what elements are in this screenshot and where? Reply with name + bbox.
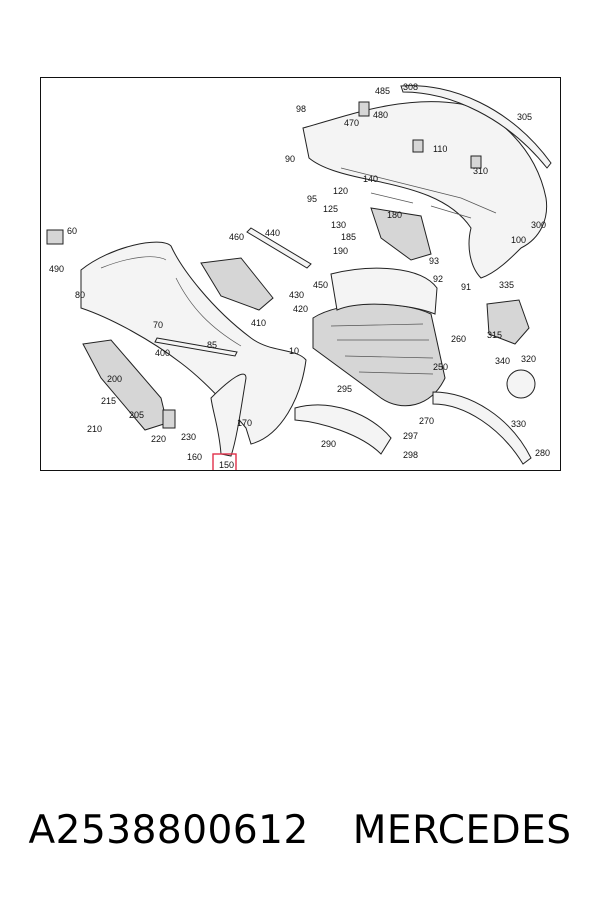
bracket-315 xyxy=(486,299,530,345)
part-callout-485: 485 xyxy=(375,86,390,96)
part-callout-220: 220 xyxy=(151,434,166,444)
part-callout-125: 125 xyxy=(323,204,338,214)
clip-470 xyxy=(358,101,370,117)
cap-320 xyxy=(506,369,536,399)
clip-60 xyxy=(46,229,64,245)
brand-name: MERCEDES xyxy=(352,807,572,853)
part-callout-85: 85 xyxy=(207,340,217,350)
part-callout-160: 160 xyxy=(187,452,202,462)
part-callout-150: 150 xyxy=(219,460,234,470)
bracket-410 xyxy=(200,257,274,311)
lower-trim-290 xyxy=(294,404,392,455)
strip-440 xyxy=(246,227,312,269)
part-callout-310: 310 xyxy=(473,166,488,176)
part-callout-297: 297 xyxy=(403,431,418,441)
part-callout-60: 60 xyxy=(67,226,77,236)
part-callout-205: 205 xyxy=(129,410,144,420)
part-callout-250: 250 xyxy=(433,362,448,372)
part-callout-280: 280 xyxy=(535,448,550,458)
part-callout-215: 215 xyxy=(101,396,116,406)
part-callout-170: 170 xyxy=(237,418,252,428)
part-callout-92: 92 xyxy=(433,274,443,284)
highlight-box xyxy=(212,453,237,470)
caption: A2538800612 MERCEDES xyxy=(0,800,600,860)
part-callout-308: 308 xyxy=(403,82,418,92)
bumper-main-cover xyxy=(80,241,307,445)
part-callout-420: 420 xyxy=(293,304,308,314)
part-callout-185: 185 xyxy=(341,232,356,242)
part-callout-140: 140 xyxy=(363,174,378,184)
part-callout-270: 270 xyxy=(419,416,434,426)
part-callout-10: 10 xyxy=(289,346,299,356)
part-callout-230: 230 xyxy=(181,432,196,442)
part-callout-260: 260 xyxy=(451,334,466,344)
part-callout-330: 330 xyxy=(511,419,526,429)
part-callout-410: 410 xyxy=(251,318,266,328)
part-callout-110: 110 xyxy=(433,144,447,154)
strip-400 xyxy=(154,337,238,357)
part-callout-470: 470 xyxy=(344,118,359,128)
part-callout-450: 450 xyxy=(313,280,328,290)
part-callout-180: 180 xyxy=(387,210,402,220)
part-callout-70: 70 xyxy=(153,320,163,330)
trim-strip xyxy=(400,85,552,169)
clip-220 xyxy=(162,409,176,429)
corner-bracket-150 xyxy=(210,373,247,457)
part-callout-480: 480 xyxy=(373,110,388,120)
parts-drawing: 485 308 470 480 98 305 110 90 310 140 120 95 125 180 3… xyxy=(46,82,552,470)
part-callout-295: 295 xyxy=(337,384,352,394)
part-callout-315: 315 xyxy=(487,330,502,340)
diffuser-260 xyxy=(330,267,438,315)
part-callout-335: 335 xyxy=(499,280,514,290)
underbody-panel-250 xyxy=(312,303,446,407)
bumper-bracket-bar xyxy=(370,207,432,261)
part-callout-298: 298 xyxy=(403,450,418,460)
part-callout-320: 320 xyxy=(521,354,536,364)
part-callout-130: 130 xyxy=(331,220,346,230)
part-callout-91: 91 xyxy=(461,282,471,292)
part-callout-490: 490 xyxy=(49,264,64,274)
part-callout-120: 120 xyxy=(333,186,348,196)
parts-diagram: 485 308 470 480 98 305 110 90 310 140 120 95 125 180 3… xyxy=(40,77,561,471)
part-number: A2538800612 xyxy=(28,807,309,853)
part-callout-460: 460 xyxy=(229,232,244,242)
part-callout-90: 90 xyxy=(285,154,295,164)
clip-110 xyxy=(412,139,424,153)
part-callout-400: 400 xyxy=(155,348,170,358)
part-callout-300: 300 xyxy=(531,220,546,230)
part-callout-95: 95 xyxy=(307,194,317,204)
part-callout-200: 200 xyxy=(107,374,122,384)
part-callout-210: 210 xyxy=(87,424,102,434)
part-callout-80: 80 xyxy=(75,290,85,300)
part-callout-98: 98 xyxy=(296,104,306,114)
part-callout-440: 440 xyxy=(265,228,280,238)
part-callout-93: 93 xyxy=(429,256,439,266)
part-callout-430: 430 xyxy=(289,290,304,300)
part-callout-290: 290 xyxy=(321,439,336,449)
clip-310 xyxy=(470,155,482,169)
part-callout-190: 190 xyxy=(333,246,348,256)
part-callout-100: 100 xyxy=(511,235,526,245)
part-callout-305: 305 xyxy=(517,112,532,122)
part-callout-340: 340 xyxy=(495,356,510,366)
lower-trim-280 xyxy=(432,391,532,465)
